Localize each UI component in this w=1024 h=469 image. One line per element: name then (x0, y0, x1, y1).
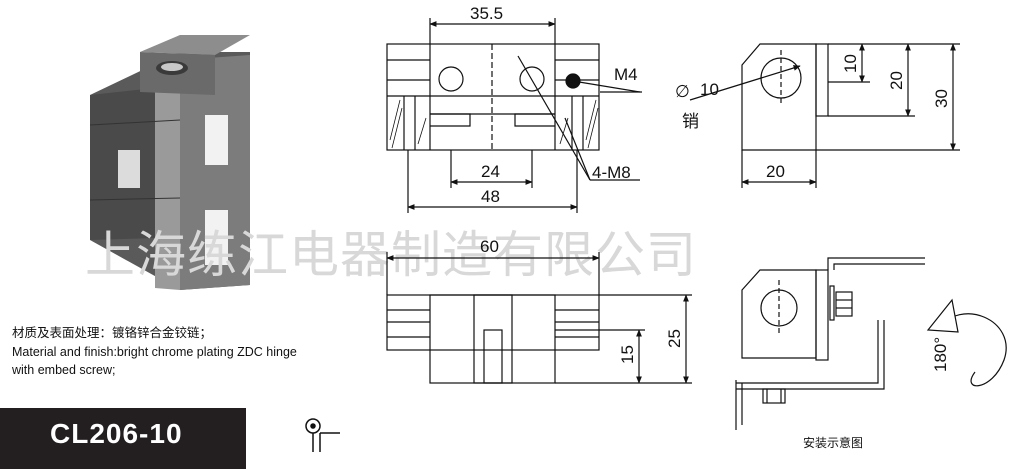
front-dim-inner: 24 (481, 162, 500, 181)
top-view (386, 252, 692, 384)
watermark: 上海练江电器制造有限公司 (85, 226, 697, 284)
rotation-label: 180° (931, 337, 950, 372)
model-label: CL206-10 (50, 418, 183, 449)
side-pin-label: 销 (682, 112, 699, 131)
front-dim-total: 48 (481, 187, 500, 206)
install-diagram (735, 257, 1007, 430)
side-dim-width: 20 (766, 162, 785, 181)
top-dim-25: 25 (665, 329, 684, 348)
side-dim-diameter-symbol: ∅ (675, 82, 690, 101)
front-view (386, 18, 642, 213)
top-dim-15: 15 (618, 345, 637, 364)
side-dim-diameter: 10 (700, 80, 719, 99)
front-dim-top: 35.5 (470, 4, 503, 23)
top-dim-length: 60 (480, 237, 499, 256)
product-photo (89, 35, 250, 290)
hinge-symbol-icon (305, 418, 340, 452)
side-dim-10: 10 (841, 54, 860, 73)
model-bar (0, 408, 246, 469)
material-cn: 材质及表面处理：镀铬锌合金铰链； (12, 326, 213, 340)
install-caption: 安装示意图 (803, 436, 864, 450)
side-view (689, 43, 960, 188)
side-dim-20: 20 (887, 71, 906, 90)
material-en-line2: with embed screw; (12, 363, 116, 377)
side-dim-30: 30 (932, 89, 951, 108)
material-en-line1: Material and finish:bright chrome platin… (12, 345, 297, 359)
front-dim-screws: 4-M8 (592, 163, 631, 182)
front-dim-thread: M4 (614, 65, 638, 84)
